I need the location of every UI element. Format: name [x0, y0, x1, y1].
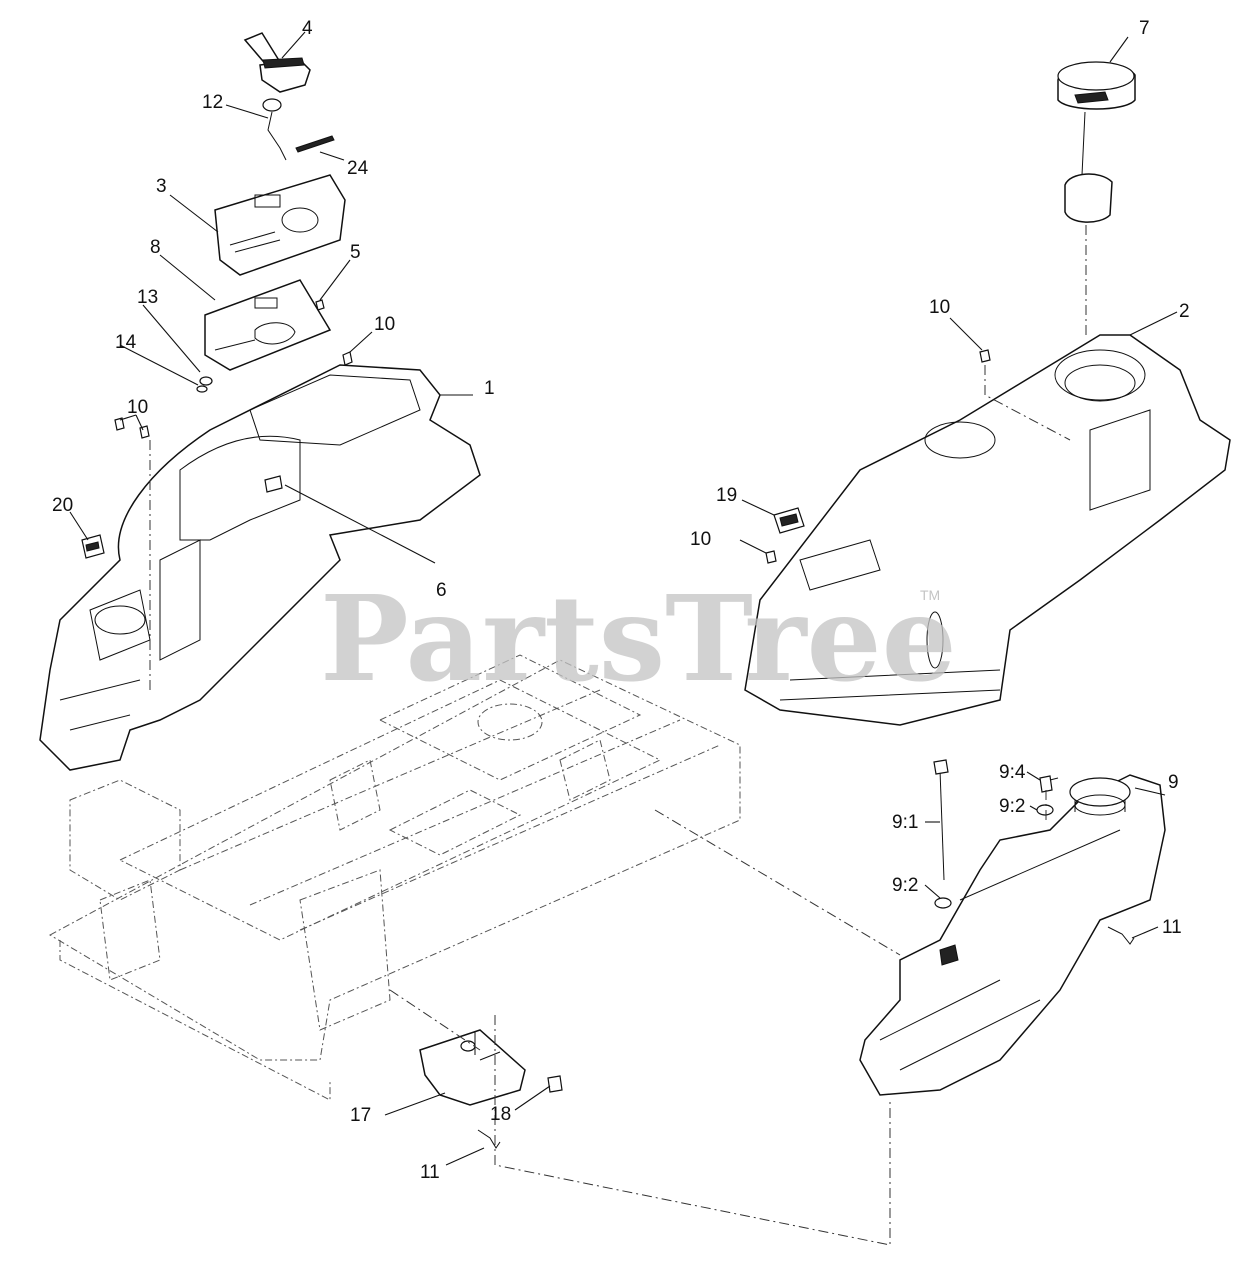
washer-14 [196, 385, 208, 393]
callout-3: 3 [156, 176, 167, 197]
console-panel [214, 174, 346, 276]
callout-11-right: 11 [1162, 917, 1182, 938]
screw-5 [315, 299, 325, 311]
callout-7: 7 [1139, 18, 1150, 39]
clip-11-right [1107, 926, 1135, 945]
callout-20: 20 [52, 495, 73, 516]
fuel-cap [1057, 61, 1136, 223]
callout-10-d: 10 [690, 529, 711, 550]
screw-10-fender-top [979, 349, 991, 363]
callout-10-b: 10 [127, 397, 148, 418]
callouts: 4 12 24 3 8 5 10 13 14 10 1 20 6 7 2 10 … [52, 18, 1190, 1183]
bolt-18 [547, 1075, 563, 1093]
elbow-fitting [1039, 775, 1059, 793]
screw-10-fender-side [765, 550, 777, 564]
choke-cable [262, 98, 287, 161]
callout-1: 1 [484, 378, 495, 399]
callout-13: 13 [137, 287, 158, 308]
callout-2: 2 [1179, 301, 1190, 322]
screw-10-pair-left [114, 417, 150, 439]
callout-10-c: 10 [929, 297, 950, 318]
heat-shield-bracket [419, 1029, 526, 1106]
callout-12: 12 [202, 92, 223, 113]
watermark-trademark: TM [920, 587, 940, 603]
callout-24: 24 [347, 158, 369, 179]
callout-5: 5 [350, 242, 361, 263]
decal-strip [295, 135, 335, 153]
callout-17: 17 [350, 1105, 371, 1126]
assembly-lines [149, 225, 1087, 1246]
throttle-lever [243, 32, 311, 93]
callout-10-a: 10 [374, 314, 395, 335]
callout-9-4: 9:4 [999, 762, 1026, 783]
callout-19: 19 [716, 485, 737, 506]
callout-9-2-upper: 9:2 [999, 796, 1025, 817]
watermark-brand: PartsTree [320, 569, 957, 708]
callout-9-1: 9:1 [892, 812, 918, 833]
callout-18: 18 [490, 1104, 511, 1125]
callout-6: 6 [436, 580, 447, 601]
clip-11-lower [477, 1129, 501, 1149]
callout-11-lower: 11 [420, 1162, 440, 1183]
decal-20 [81, 534, 105, 559]
callout-4: 4 [302, 18, 313, 39]
backing-plate [204, 279, 332, 371]
callout-14: 14 [115, 332, 137, 353]
callout-8: 8 [150, 237, 161, 258]
nut-13 [199, 376, 213, 386]
screw-10-upper-left [342, 351, 353, 366]
fuel-tank [859, 774, 1166, 1096]
leader-lines [69, 31, 1178, 1166]
grommet-upper [1036, 804, 1054, 816]
left-control-pod [39, 364, 481, 771]
right-fender [744, 334, 1231, 726]
pickup-tube [933, 759, 949, 881]
decal-19 [773, 507, 805, 534]
clip-6 [264, 475, 283, 493]
chassis-frame [48, 654, 741, 1101]
grommet-lower [934, 897, 952, 909]
callout-9: 9 [1168, 772, 1179, 793]
callout-9-2-lower: 9:2 [892, 875, 918, 896]
